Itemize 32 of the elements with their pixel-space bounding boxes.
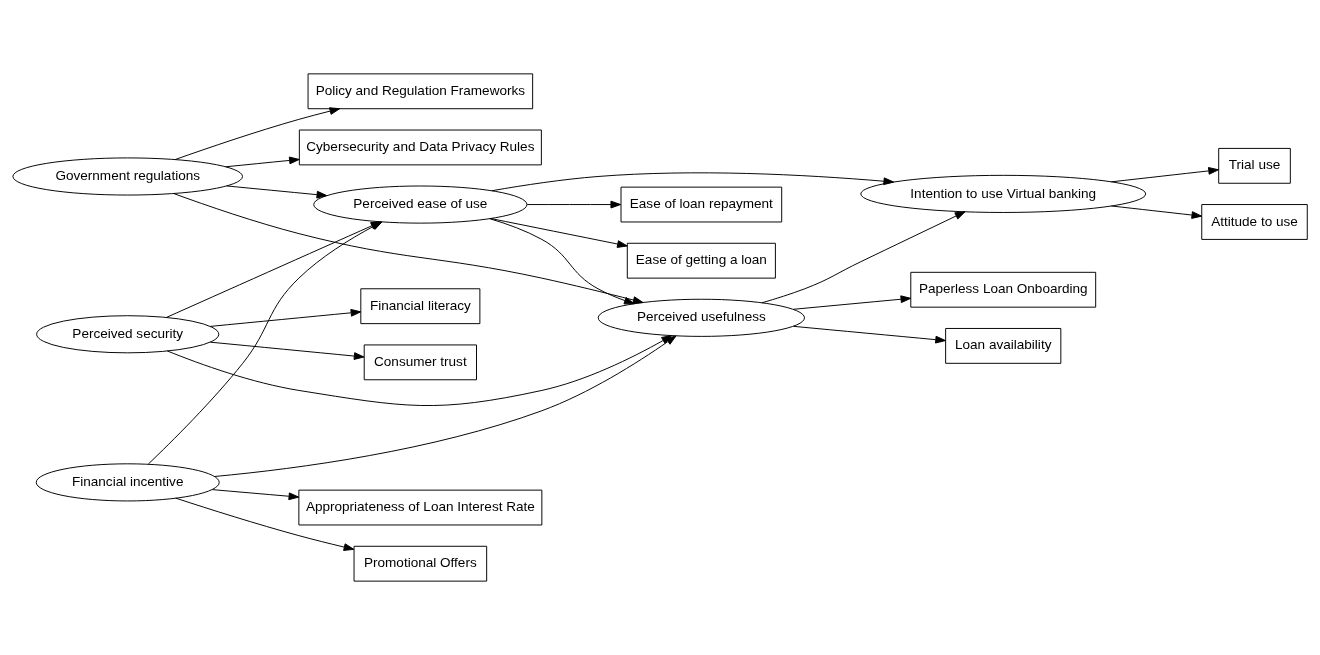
node-ellipse: Government regulations bbox=[12, 157, 243, 196]
arrow bbox=[526, 200, 622, 209]
arrow bbox=[209, 341, 365, 360]
arrow bbox=[1110, 205, 1203, 219]
arrow bbox=[211, 489, 300, 501]
node-box: Cybersecurity and Data Privacy Rules bbox=[298, 129, 542, 166]
node-box: Paperless Loan Onboarding bbox=[910, 271, 1097, 308]
node-box: Ease of loan repayment bbox=[620, 186, 783, 223]
node-box: Policy and Regulation Frameworks bbox=[307, 73, 534, 110]
arrow bbox=[793, 325, 946, 344]
arrow bbox=[761, 211, 966, 304]
node-box: Loan availability bbox=[945, 328, 1062, 364]
arrow bbox=[490, 218, 628, 248]
arrow bbox=[209, 308, 362, 327]
arrow bbox=[793, 295, 912, 310]
node-box: Ease of getting a loan bbox=[626, 242, 776, 279]
arrow bbox=[226, 185, 328, 199]
node-box: Promotional Offers bbox=[353, 545, 488, 582]
arrow bbox=[1110, 167, 1219, 183]
node-box: Trial use bbox=[1218, 147, 1291, 184]
arrow bbox=[489, 218, 635, 305]
node-box: Financial literacy bbox=[360, 288, 481, 325]
arrow bbox=[225, 156, 300, 168]
arrow bbox=[173, 193, 644, 304]
node-box: Appropriateness of Loan Interest Rate bbox=[298, 489, 543, 526]
node-ellipse: Financial incentive bbox=[35, 463, 220, 502]
arrow bbox=[491, 172, 895, 192]
arrow bbox=[174, 107, 341, 160]
node-box: Attitude to use bbox=[1201, 204, 1308, 240]
node-box: Consumer trust bbox=[363, 344, 477, 381]
node-ellipse: Perceived security bbox=[36, 315, 220, 354]
arrow bbox=[175, 497, 355, 551]
